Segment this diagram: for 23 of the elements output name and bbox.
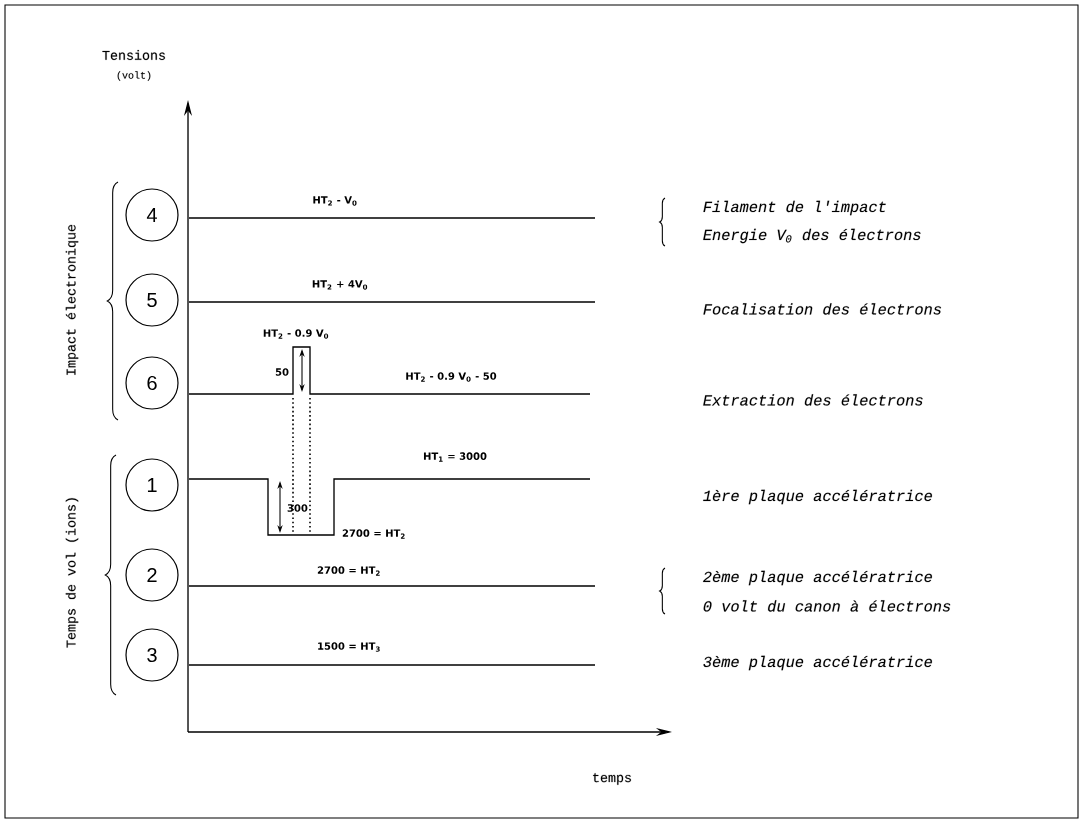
description-text: Filament de l'impact: [703, 200, 886, 216]
description-text: 1ère plaque accélératrice: [703, 489, 932, 505]
level-label: HT$_{1}$ = 3000: [423, 452, 487, 462]
description-text: Energie V$_{0}$ des électrons: [703, 228, 921, 244]
axis-label: (volt): [117, 71, 151, 81]
group-label: Impact électronique: [65, 224, 79, 375]
level-label: 2700 = HT$_{2}$: [317, 566, 380, 576]
description-text: Extraction des électrons: [703, 394, 923, 406]
description-text: 0 volt du canon à électrons: [703, 600, 951, 612]
level-label: 2700 = HT$_{2}$: [342, 529, 405, 539]
level-label: HT$_{2}$ - V$_{0}$: [313, 196, 357, 206]
description-text: 2ème plaque accélératrice: [703, 570, 932, 586]
dimension-label: 50: [275, 368, 289, 376]
description-text: 3ème plaque accélératrice: [703, 655, 932, 671]
level-label: HT$_{2}$ - 0.9 V$_{0}$: [263, 329, 329, 339]
axis-label: Tensions: [102, 50, 165, 60]
description-text: Focalisation des électrons: [703, 303, 941, 315]
level-label: 1500 = HT$_{3}$: [318, 642, 380, 652]
dimension-label: 300: [287, 504, 308, 512]
axis-label: temps: [593, 773, 631, 785]
level-label: HT$_{2}$ - 0.9 V$_{0}$ - 50: [406, 372, 497, 382]
group-label: Temps de vol (ions): [65, 498, 79, 648]
level-label: HT$_{2}$ + 4V$_{0}$: [312, 280, 368, 290]
